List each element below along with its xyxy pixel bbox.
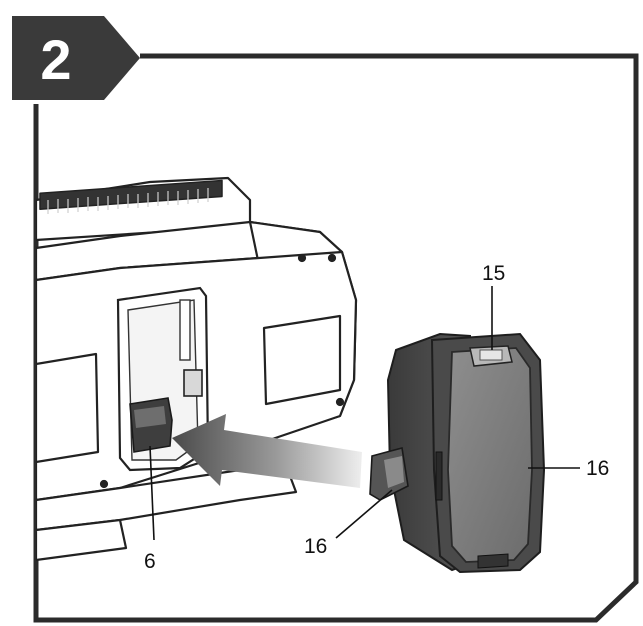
callout-15: 15 xyxy=(482,262,505,285)
battery-top-contact xyxy=(469,345,513,367)
callout-16-right: 16 xyxy=(586,457,609,480)
battery-pack xyxy=(369,332,546,574)
callout-16-left: 16 xyxy=(304,535,327,558)
battery-release-tab-right xyxy=(435,451,443,501)
step-number: 2 xyxy=(40,28,71,91)
battery-compartment xyxy=(116,286,210,472)
handle-grille xyxy=(39,179,223,214)
compartment-contact xyxy=(129,397,173,453)
step-number-badge: 2 xyxy=(12,16,140,100)
battery-release-tab-left xyxy=(369,446,409,501)
callout-6: 6 xyxy=(144,550,156,573)
insert-arrow-icon xyxy=(172,414,362,488)
callout-leaders xyxy=(149,286,580,541)
